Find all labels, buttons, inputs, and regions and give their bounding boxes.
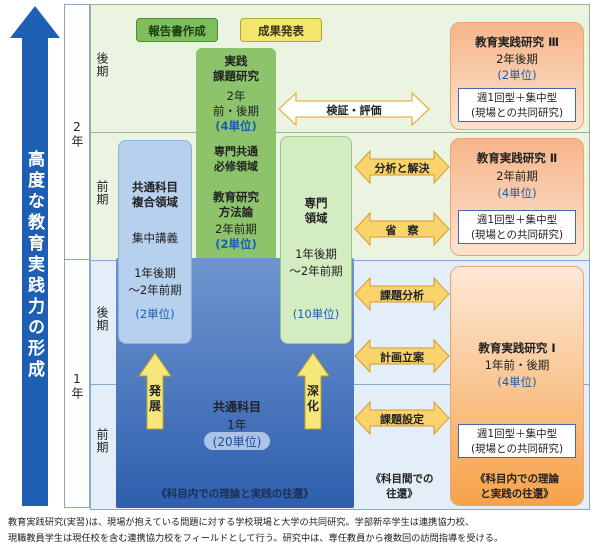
research-3-credits: (2単位) xyxy=(497,68,537,82)
research-2-title: 教育実践研究 Ⅱ xyxy=(476,151,558,165)
research-3-title: 教育実践研究 Ⅲ xyxy=(475,35,559,49)
double-arrow-icon xyxy=(278,92,430,126)
arrow-analysis-label: 分析と解決 xyxy=(374,162,430,175)
specialized-credits: (10単位) xyxy=(292,307,340,321)
report-button: 報告書作成 xyxy=(136,18,218,42)
specialized-area xyxy=(280,136,352,344)
double-arrow-icon xyxy=(354,212,450,246)
double-arrow-icon xyxy=(354,339,450,373)
practice-sub2: 前・後期 xyxy=(213,104,259,118)
research-2-note: 週1回型＋集中型 (現場との共同研究) xyxy=(458,210,576,244)
research-1-period: 1年前・後期 xyxy=(484,358,550,372)
double-arrow-icon xyxy=(354,150,450,184)
axis-label: 高度な教育実践力の形成 xyxy=(24,150,44,381)
common-subject-year: 1年 xyxy=(227,418,247,432)
between-subject-label: 《科目間での 往還》 xyxy=(370,473,434,500)
practice-title: 実践 課題研究 xyxy=(213,54,259,83)
arrow-problem-analysis-label: 課題分析 xyxy=(380,289,424,302)
term-label: 後期 xyxy=(95,306,109,332)
common-complex-title: 共通科目 複合領域 xyxy=(132,180,178,209)
within-subject-label: 《科目内での理論と実践の往還》 xyxy=(156,488,314,500)
common-complex-credits: (2単位) xyxy=(135,307,175,321)
research-3-period: 2年後期 xyxy=(496,52,538,66)
research-1-credits: (4単位) xyxy=(497,375,537,389)
footnote-line2: 現職教員学生は現任校を含む連携協力校をフィールドとして行う。研究中は、専任教員か… xyxy=(8,533,504,544)
methodology-sub: 2年前期 xyxy=(215,222,257,236)
specialized-title: 専門 領域 xyxy=(304,196,328,225)
term-label: 前期 xyxy=(95,428,109,454)
within-subject-right-label: 《科目内での理論 と実践の往還》 xyxy=(475,473,559,500)
research-2-period: 2年前期 xyxy=(496,169,538,183)
year-1-label: 1年 xyxy=(70,372,84,400)
methodology-title: 教育研究 方法論 xyxy=(213,190,259,219)
deepen-arrow-icon xyxy=(296,352,330,430)
common-complex-period: 1年後期 〜2年前期 xyxy=(128,266,182,297)
methodology-credits: (2単位) xyxy=(215,237,257,251)
growth-arrow-icon xyxy=(10,6,60,506)
develop-arrow-icon xyxy=(138,352,172,430)
double-arrow-icon xyxy=(354,401,450,435)
research-1-note: 週1回型＋集中型 (現場との共同研究) xyxy=(458,424,576,458)
research-1-title: 教育実践研究 Ⅰ xyxy=(478,341,556,355)
year-column xyxy=(64,4,90,508)
year-2-label: 2年 xyxy=(70,120,84,148)
research-2-credits: (4単位) xyxy=(497,186,537,200)
mandatory-label: 専門共通 必修領域 xyxy=(214,145,258,173)
common-complex-area xyxy=(118,140,192,344)
research-3-note: 週1回型＋集中型 (現場との共同研究) xyxy=(458,88,576,122)
double-arrow-icon xyxy=(354,277,450,311)
term-label: 前期 xyxy=(95,180,109,206)
specialized-period: 1年後期 〜2年前期 xyxy=(289,247,343,278)
term-label: 後期 xyxy=(95,52,109,78)
arrow-planning-label: 計画立案 xyxy=(380,351,424,364)
common-complex-mode: 集中講義 xyxy=(132,231,178,245)
develop-label: 発 展 xyxy=(148,384,161,413)
common-subject-title: 共通科目 xyxy=(212,400,261,414)
research-1-box xyxy=(450,266,584,506)
footnote-line1: 教育実践研究(実習)は、現場が抱えている問題に対する学校現場と大学の共同研究。学… xyxy=(8,517,475,528)
year-divider xyxy=(64,259,90,260)
arrow-eval-label: 検証・評価 xyxy=(326,104,382,117)
presentation-button: 成果発表 xyxy=(240,18,322,42)
mandatory-column xyxy=(196,48,276,258)
practice-credits: (4単位) xyxy=(215,119,257,133)
deepen-label: 深 化 xyxy=(306,384,319,413)
arrow-reflection-label: 省 察 xyxy=(385,224,419,237)
arrow-problem-setting-label: 課題設定 xyxy=(380,413,424,426)
practice-sub1: 2年 xyxy=(226,89,246,103)
common-subject-credits: (20単位) xyxy=(204,432,270,450)
